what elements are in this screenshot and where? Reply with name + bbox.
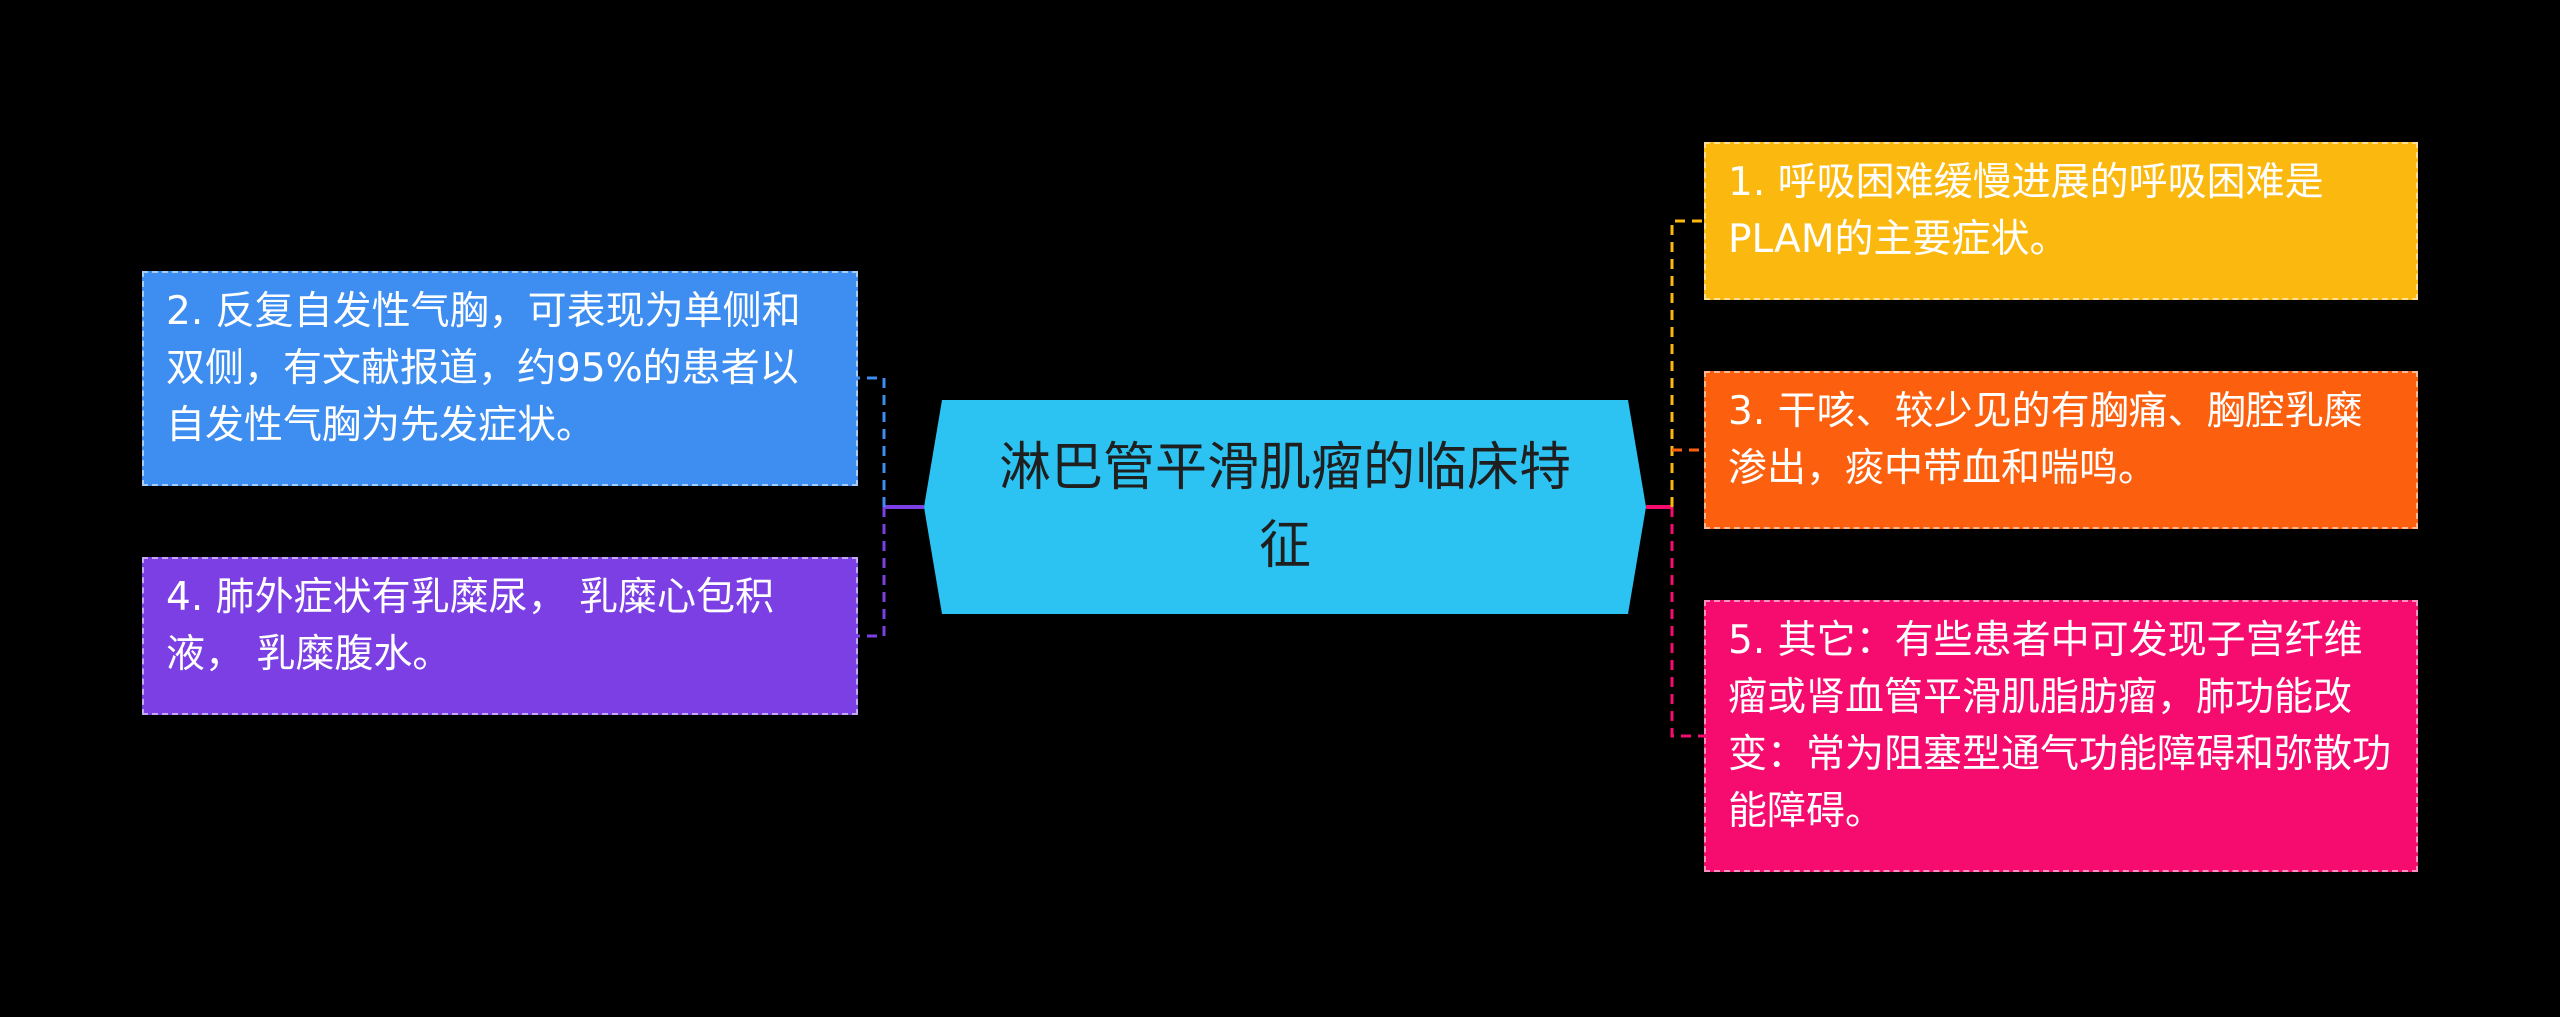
connector-left-node-2 xyxy=(858,507,886,638)
right-node-2[interactable]: 3. 干咳、较少见的有胸痛、胸腔乳糜渗出，痰中带血和喘鸣。 xyxy=(1704,371,2418,529)
left-node-1-text: 2. 反复自发性气胸，可表现为单侧和双侧，有文献报道，约95%的患者以自发性气胸… xyxy=(166,289,801,448)
right-node-1[interactable]: 1. 呼吸困难缓慢进展的呼吸困难是PLAM的主要症状。 xyxy=(1704,142,2418,300)
left-node-2[interactable]: 4. 肺外症状有乳糜尿， 乳糜心包积液， 乳糜腹水。 xyxy=(142,557,858,715)
right-node-1-text: 1. 呼吸困难缓慢进展的呼吸困难是PLAM的主要症状。 xyxy=(1728,160,2324,262)
center-node[interactable]: 淋巴管平滑肌瘤的临床特征 xyxy=(924,400,1646,614)
center-node-title: 淋巴管平滑肌瘤的临床特征 xyxy=(998,438,1571,576)
left-node-1[interactable]: 2. 反复自发性气胸，可表现为单侧和双侧，有文献报道，约95%的患者以自发性气胸… xyxy=(142,271,858,486)
right-node-3[interactable]: 5. 其它：有些患者中可发现子宫纤维瘤或肾血管平滑肌脂肪瘤，肺功能改变：常为阻塞… xyxy=(1704,600,2418,872)
right-node-3-text: 5. 其它：有些患者中可发现子宫纤维瘤或肾血管平滑肌脂肪瘤，肺功能改变：常为阻塞… xyxy=(1728,618,2392,834)
connector-right-node-1 xyxy=(1670,219,1704,507)
center-node-shape xyxy=(924,400,1646,614)
right-node-2-text: 3. 干咳、较少见的有胸痛、胸腔乳糜渗出，痰中带血和喘鸣。 xyxy=(1728,389,2363,491)
left-node-2-text: 4. 肺外症状有乳糜尿， 乳糜心包积液， 乳糜腹水。 xyxy=(166,575,775,677)
connector-right-node-3 xyxy=(1670,507,1704,738)
connector-left-node-1 xyxy=(858,376,886,507)
